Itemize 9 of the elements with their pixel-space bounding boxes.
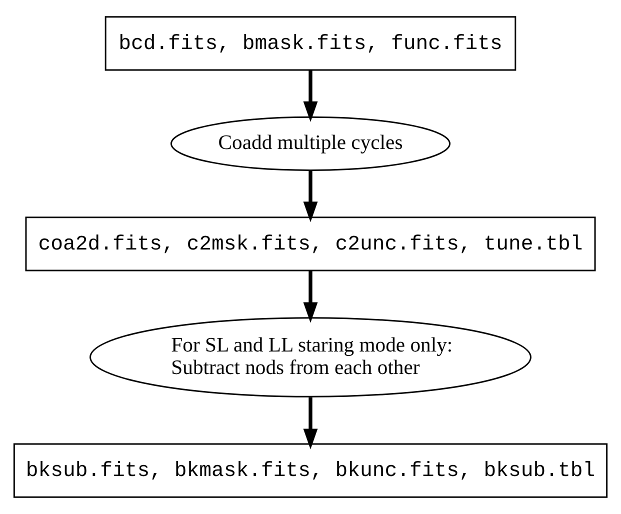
node-ellipse: Coadd multiple cycles bbox=[170, 116, 451, 171]
node-box: bksub.fits, bkmask.fits, bkunc.fits, bksub.tbl bbox=[13, 443, 608, 498]
node-box: coa2d.fits, c2msk.fits, c2unc.fits, tune.tbl bbox=[25, 216, 596, 272]
node-ellipse: For SL and LL staring mode only: Subtract nods from each other bbox=[90, 317, 532, 398]
arrow bbox=[303, 70, 318, 122]
arrow bbox=[303, 397, 318, 450]
arrow bbox=[303, 271, 318, 323]
node-box: bcd.fits, bmask.fits, func.fits bbox=[104, 16, 516, 71]
arrow bbox=[303, 170, 318, 222]
